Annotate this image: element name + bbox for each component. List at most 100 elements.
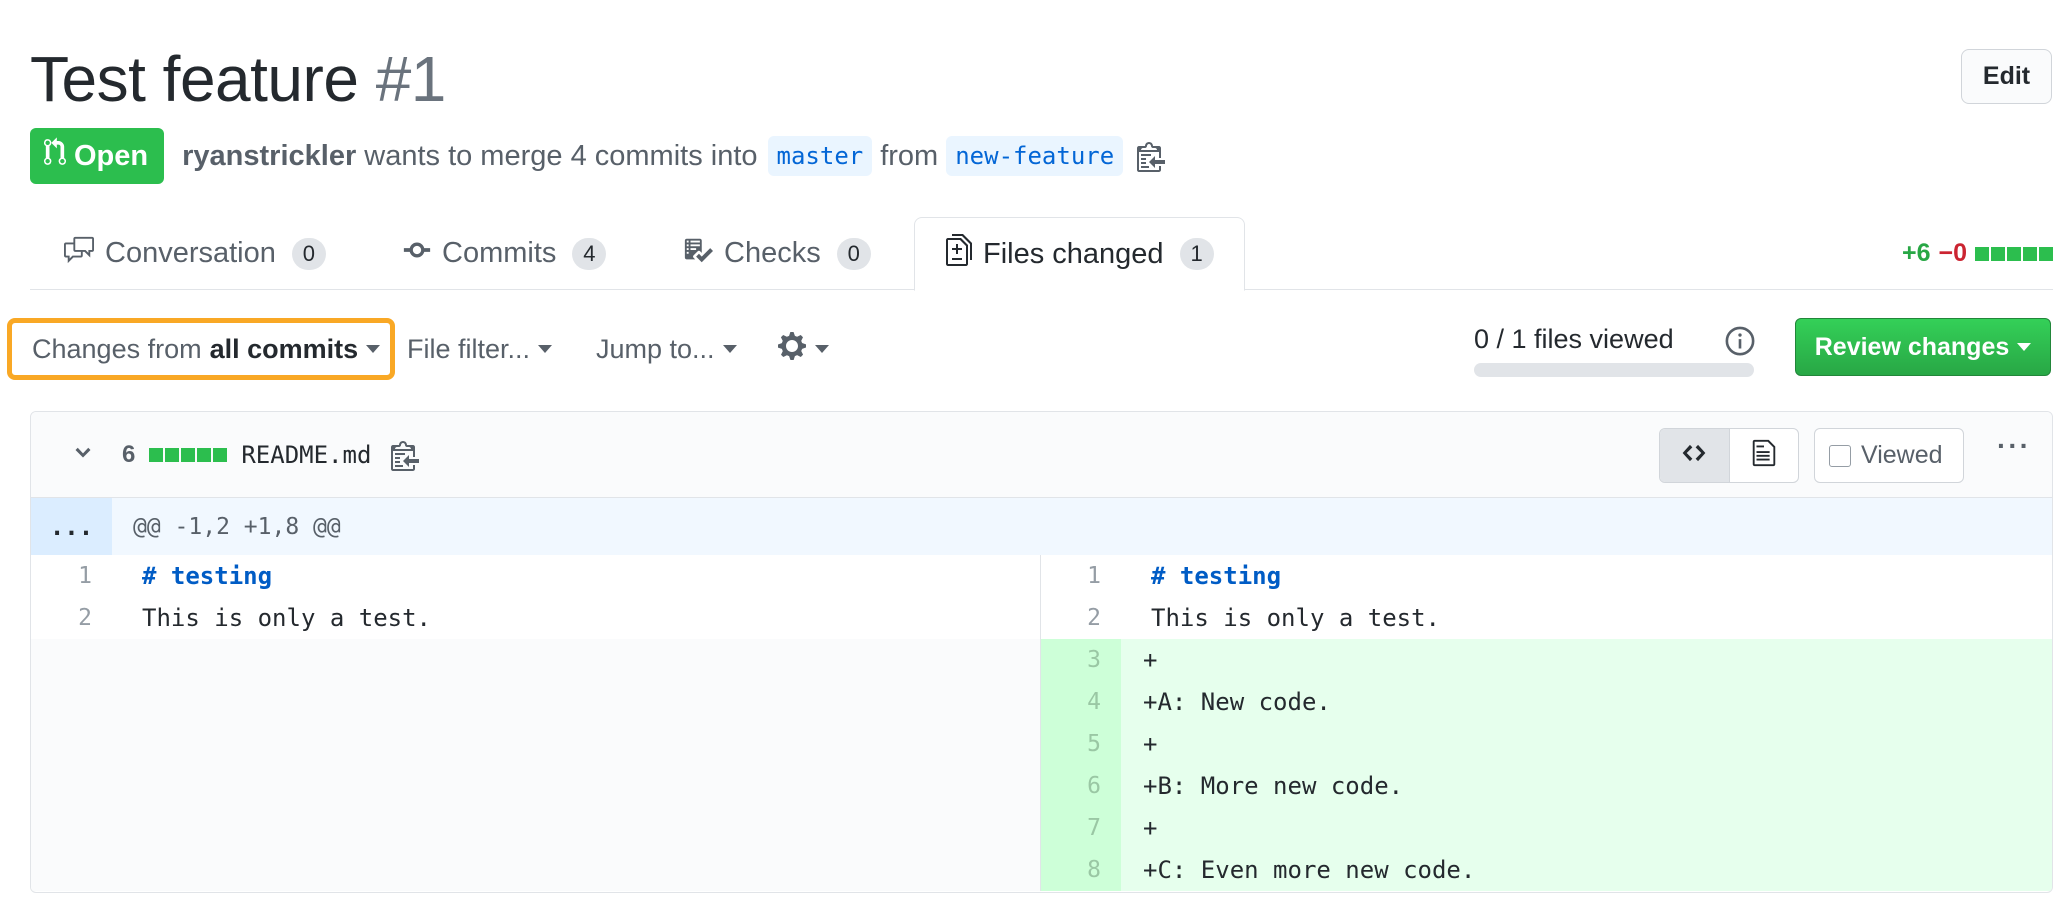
expand-hunk-button[interactable]: ... xyxy=(31,498,112,555)
code-text: This is only a test. xyxy=(1151,604,1440,632)
tab-counter: 1 xyxy=(1179,238,1214,270)
file-filter-dropdown[interactable]: File filter... xyxy=(407,318,553,380)
rich-diff-button[interactable] xyxy=(1730,429,1799,482)
files-viewed-text: 0 / 1 files viewed xyxy=(1474,324,1674,354)
clipboard-icon[interactable] xyxy=(391,439,420,471)
tab-label: Checks xyxy=(724,237,821,269)
collapse-toggle[interactable] xyxy=(71,412,95,498)
file-diff: 6 README.md Viewed ··· .. xyxy=(30,411,2053,893)
checkbox[interactable] xyxy=(1829,444,1851,467)
code-text: + xyxy=(1121,807,2052,849)
line-number[interactable]: 8 xyxy=(1040,849,1121,891)
diff-left-empty xyxy=(31,681,1040,723)
kebab-horizontal-icon[interactable]: ··· xyxy=(1997,430,2031,461)
changes-from-prefix: Changes from xyxy=(32,333,202,364)
file-diff-icon xyxy=(945,234,973,274)
line-number[interactable]: 4 xyxy=(1040,681,1121,723)
review-changes-label: Review changes xyxy=(1814,332,2010,361)
code-text: +A: New code. xyxy=(1121,681,2052,723)
file-header: 6 README.md Viewed ··· xyxy=(31,412,2052,498)
diff-row: 2 This is only a test. 2 This is only a … xyxy=(31,597,2052,639)
line-number[interactable]: 5 xyxy=(1040,723,1121,765)
review-changes-button[interactable]: Review changes xyxy=(1795,318,2051,376)
diff-settings-dropdown[interactable] xyxy=(777,318,829,380)
code-text: # testing xyxy=(1151,562,1282,590)
files-viewed-progress xyxy=(1474,363,1754,377)
caret-down-icon xyxy=(366,345,381,353)
file-icon xyxy=(1752,438,1776,473)
deletions-count: −0 xyxy=(1938,239,1967,267)
page-title: Test feature #1 xyxy=(30,42,446,116)
code-icon xyxy=(1679,440,1709,471)
code-text: + xyxy=(1121,639,2052,681)
code-text: This is only a test. xyxy=(142,604,431,632)
base-branch[interactable]: master xyxy=(767,136,873,176)
diff-row: 7 + xyxy=(31,807,2052,849)
diff-row: 3 + xyxy=(31,639,2052,681)
source-diff-button[interactable] xyxy=(1660,429,1730,482)
tab-commits[interactable]: Commits 4 xyxy=(402,217,607,290)
line-number[interactable]: 2 xyxy=(78,605,92,631)
caret-down-icon xyxy=(815,345,829,353)
tab-label: Files changed xyxy=(983,237,1164,270)
tab-conversation[interactable]: Conversation 0 xyxy=(63,217,326,290)
gear-icon xyxy=(777,330,807,369)
viewed-checkbox[interactable]: Viewed xyxy=(1814,428,1964,483)
line-number[interactable]: 6 xyxy=(1040,765,1121,807)
file-change-summary: 6 README.md xyxy=(122,412,420,498)
additions-count: +6 xyxy=(1901,239,1931,267)
tab-checks[interactable]: Checks 0 xyxy=(682,217,871,290)
diff-left-empty xyxy=(31,723,1040,765)
author-link[interactable]: ryanstrickler xyxy=(182,139,357,172)
diff-row: 8 +C: Even more new code. xyxy=(31,849,2052,891)
pr-title-text: Test feature xyxy=(30,43,359,115)
diff-right-line: 1 # testing xyxy=(1040,555,2052,597)
line-number[interactable]: 1 xyxy=(1040,555,1121,597)
chevron-down-icon xyxy=(71,441,95,470)
git-pull-request-icon xyxy=(44,137,66,175)
diff-left-empty xyxy=(31,765,1040,807)
line-number[interactable]: 7 xyxy=(1040,807,1121,849)
tab-counter: 0 xyxy=(291,237,326,270)
jump-to-label: Jump to... xyxy=(596,333,715,364)
diff-row: 1 # testing 1 # testing xyxy=(31,555,2052,597)
diff-left-line: 1 # testing xyxy=(31,555,1040,597)
pr-tabs: Conversation 0 Commits 4 Checks 0 Files … xyxy=(30,217,2053,291)
tab-counter: 0 xyxy=(836,237,871,270)
code-text: +B: More new code. xyxy=(1121,765,2052,807)
caret-down-icon xyxy=(2017,343,2032,351)
hunk-header: ... @@ -1,2 +1,8 @@ xyxy=(31,498,2052,555)
pr-meta: Open ryanstrickler wants to merge 4 comm… xyxy=(30,128,1166,184)
file-name-link[interactable]: README.md xyxy=(241,441,372,469)
diffstat: +6 −0 xyxy=(1902,239,2053,268)
diff-left-empty xyxy=(31,849,1040,891)
tab-files-changed[interactable]: Files changed 1 xyxy=(914,217,1245,291)
changes-from-dropdown[interactable]: Changes from all commits xyxy=(7,318,395,380)
info-icon[interactable] xyxy=(1725,326,1755,361)
diff-row: 5 + xyxy=(31,723,2052,765)
merge-text: wants to merge 4 commits into xyxy=(364,139,758,172)
edit-button[interactable]: Edit xyxy=(1961,49,2052,104)
head-branch[interactable]: new-feature xyxy=(946,136,1124,176)
viewed-label: Viewed xyxy=(1861,441,1943,469)
diff-row: 4 +A: New code. xyxy=(31,681,2052,723)
files-viewed: 0 / 1 files viewed xyxy=(1474,318,1754,377)
jump-to-dropdown[interactable]: Jump to... xyxy=(596,318,737,380)
line-number[interactable]: 3 xyxy=(1040,639,1121,681)
tab-counter: 4 xyxy=(572,237,607,270)
tab-label: Conversation xyxy=(105,237,276,269)
diff-left-empty xyxy=(31,807,1040,849)
line-number[interactable]: 2 xyxy=(1040,597,1121,639)
code-text: # testing xyxy=(142,562,273,590)
diff-toolbar: Changes from all commits File filter... … xyxy=(0,318,2067,384)
line-number[interactable]: 1 xyxy=(78,563,92,589)
pr-number: #1 xyxy=(375,43,447,115)
comment-discussion-icon xyxy=(63,235,95,273)
code-text: + xyxy=(1121,723,2052,765)
caret-down-icon xyxy=(722,345,737,353)
clipboard-icon[interactable] xyxy=(1137,140,1166,172)
state-badge: Open xyxy=(30,128,165,184)
caret-down-icon xyxy=(538,345,553,353)
diff-right-addition: 3 + xyxy=(1040,639,2052,681)
code-line: # testing xyxy=(1121,555,1281,597)
